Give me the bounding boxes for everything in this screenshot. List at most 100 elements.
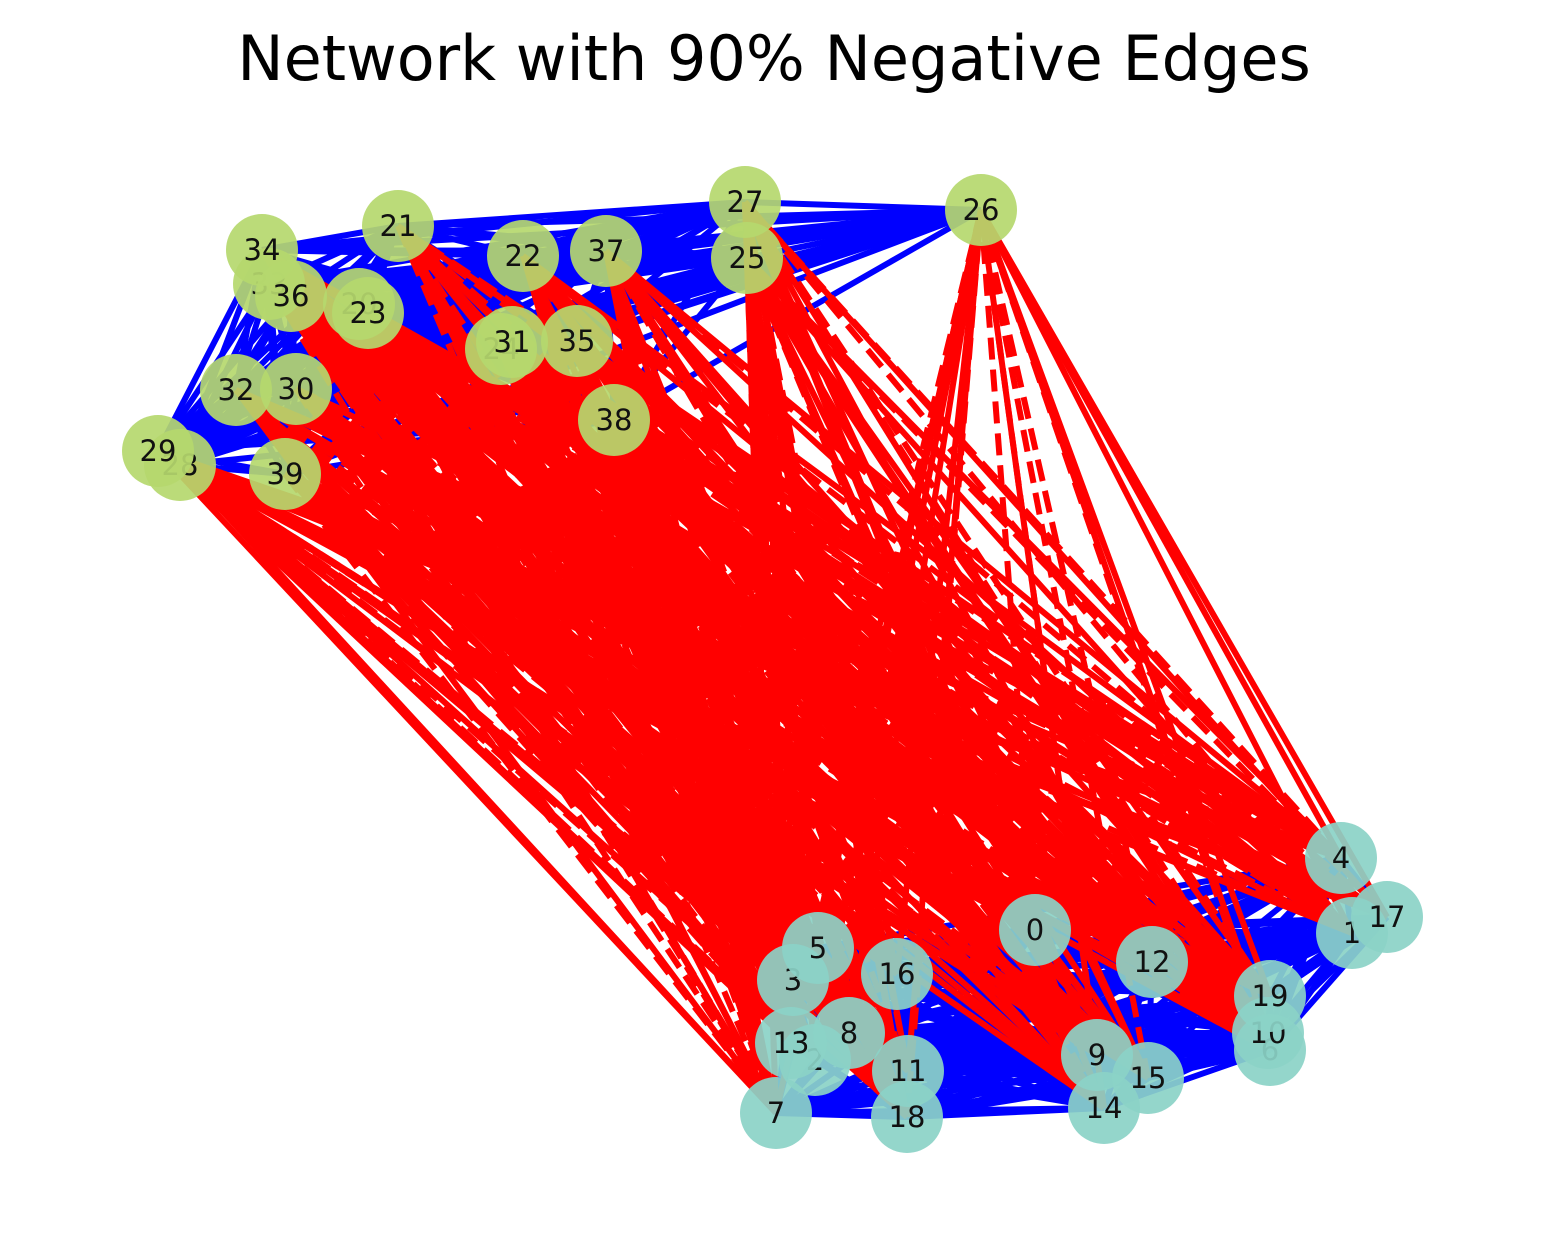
- node-circle-39: [249, 438, 321, 510]
- node-label-9: 9: [1088, 1038, 1106, 1072]
- nodes-layer: 0123456789101112131415161718192021222324…: [122, 166, 1423, 1153]
- node-label-12: 12: [1134, 945, 1171, 979]
- negative-edge-35-17: [575, 338, 1389, 920]
- node-circle-37: [570, 215, 642, 287]
- negative-edge-37-14: [603, 249, 1107, 1110]
- node-37: 37: [570, 215, 642, 287]
- node-circle-17: [1351, 881, 1423, 953]
- node-circle-30: [260, 353, 332, 425]
- node-label-23: 23: [350, 296, 387, 330]
- node-circle-12: [1116, 926, 1188, 998]
- negative-edges: [155, 199, 1390, 1120]
- node-circle-23: [332, 277, 404, 349]
- node-label-25: 25: [729, 241, 766, 275]
- negative-edge-38-9: [611, 418, 1100, 1057]
- node-label-16: 16: [879, 957, 916, 991]
- node-25: 25: [711, 222, 783, 294]
- node-label-22: 22: [505, 239, 542, 273]
- negative-edge-29-7: [155, 448, 779, 1116]
- node-label-18: 18: [889, 1100, 926, 1134]
- node-circle-31: [476, 306, 548, 378]
- negative-edge-38-19: [612, 417, 1272, 999]
- node-23: 23: [332, 277, 404, 349]
- node-39: 39: [249, 438, 321, 510]
- node-label-35: 35: [559, 324, 596, 358]
- positive-edge-17-18: [905, 914, 1389, 1120]
- node-label-34: 34: [244, 233, 281, 267]
- negative-edge-32-5: [233, 387, 821, 951]
- node-circle-0: [999, 894, 1071, 966]
- node-13: 13: [755, 1007, 827, 1079]
- negative-edge-38-17: [612, 417, 1389, 920]
- node-26: 26: [945, 174, 1017, 246]
- negative-edge-39-17: [283, 471, 1389, 920]
- node-circle-29: [122, 415, 194, 487]
- negative-edge-38-1: [612, 417, 1354, 936]
- negative-edge-36-16: [288, 294, 900, 976]
- node-label-4: 4: [1332, 841, 1350, 875]
- negative-edge-29-13: [155, 448, 794, 1046]
- negative-edge-26-17: [978, 208, 1390, 919]
- node-circle-13: [755, 1007, 827, 1079]
- node-label-19: 19: [1252, 979, 1289, 1013]
- node-label-7: 7: [767, 1096, 785, 1130]
- negative-edge-39-16: [283, 471, 899, 977]
- node-circle-5: [782, 912, 854, 984]
- node-label-36: 36: [273, 279, 310, 313]
- node-0: 0: [999, 894, 1071, 966]
- node-label-32: 32: [218, 373, 255, 407]
- node-label-14: 14: [1086, 1091, 1123, 1125]
- negative-edge-27-17: [742, 199, 1390, 920]
- node-circle-4: [1305, 822, 1377, 894]
- node-35: 35: [541, 305, 613, 377]
- node-19: 19: [1234, 960, 1306, 1032]
- node-12: 12: [1116, 926, 1188, 998]
- node-circle-25: [711, 222, 783, 294]
- node-circle-36: [255, 260, 327, 332]
- node-8: 8: [813, 997, 885, 1069]
- node-label-37: 37: [588, 234, 625, 268]
- node-circle-16: [861, 938, 933, 1010]
- node-31: 31: [476, 306, 548, 378]
- negative-edge-35-1: [575, 338, 1354, 936]
- node-label-31: 31: [494, 325, 531, 359]
- chart-title: Network with 90% Negative Edges: [237, 22, 1311, 95]
- negative-edge-26-0: [978, 209, 1038, 931]
- node-label-39: 39: [267, 457, 304, 491]
- negative-edge-38-13: [611, 419, 794, 1044]
- node-label-21: 21: [380, 209, 417, 243]
- node-7: 7: [740, 1077, 812, 1149]
- negative-edge-38-3: [611, 419, 796, 981]
- node-36: 36: [255, 260, 327, 332]
- negative-edge-39-19: [283, 471, 1272, 999]
- node-38: 38: [578, 384, 650, 456]
- node-circle-19: [1234, 960, 1306, 1032]
- node-30: 30: [260, 353, 332, 425]
- node-circle-15: [1112, 1042, 1184, 1114]
- node-18: 18: [871, 1081, 943, 1153]
- negative-edge-37-4: [604, 248, 1343, 861]
- negative-edge-39-12: [283, 471, 1154, 965]
- node-label-26: 26: [963, 193, 1000, 227]
- node-17: 17: [1351, 881, 1423, 953]
- negative-edge-39-1: [283, 471, 1354, 936]
- negative-edge-39-5: [283, 471, 820, 951]
- negative-edge-37-18: [603, 250, 910, 1118]
- node-16: 16: [861, 938, 933, 1010]
- node-circle-8: [813, 997, 885, 1069]
- node-5: 5: [782, 912, 854, 984]
- positive-edge-26-27: [744, 199, 982, 213]
- node-label-8: 8: [840, 1016, 858, 1050]
- node-15: 15: [1112, 1042, 1184, 1114]
- node-label-38: 38: [596, 403, 633, 437]
- node-circle-22: [487, 220, 559, 292]
- node-circle-26: [945, 174, 1017, 246]
- node-27: 27: [709, 166, 781, 238]
- node-29: 29: [122, 415, 194, 487]
- node-4: 4: [1305, 822, 1377, 894]
- node-label-27: 27: [727, 185, 764, 219]
- negative-edge-37-19: [603, 249, 1273, 998]
- node-label-29: 29: [140, 434, 177, 468]
- node-label-30: 30: [278, 372, 315, 406]
